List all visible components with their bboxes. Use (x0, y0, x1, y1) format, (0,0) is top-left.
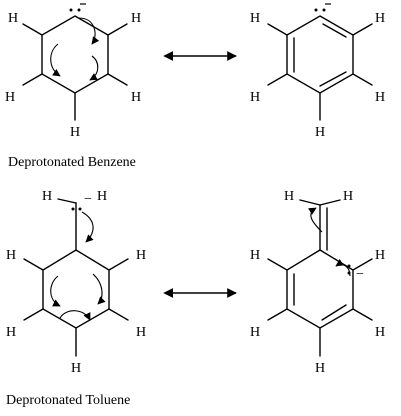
electron-push-arrow (78, 17, 100, 45)
toluene-anion-structure-2: H H − H H H H H (250, 189, 385, 376)
negative-charge: − (84, 192, 92, 207)
hydrogen-label: H (71, 361, 81, 376)
electron-push-arrow (50, 43, 61, 77)
electron-push-arrow (335, 258, 351, 277)
benzene-anion-structure-2: H H H H H (250, 3, 385, 140)
electron-push-arrow (81, 211, 94, 243)
benzene-anion-structure-1: H H H H H (5, 3, 141, 140)
electron-push-arrow (308, 207, 323, 233)
hydrogen-label: H (250, 90, 260, 105)
lone-pair-dot (347, 264, 351, 268)
hydrogen-label: H (5, 90, 15, 105)
hydrogen-label: H (284, 189, 294, 204)
lone-pair-dot (77, 8, 81, 12)
hydrogen-label: H (375, 90, 385, 105)
lone-pair-dot (71, 207, 75, 211)
electron-push-arrow (50, 275, 61, 307)
negative-charge: − (356, 267, 364, 282)
lone-pair-dot (78, 207, 82, 211)
hydrogen-label: H (136, 325, 146, 340)
hydrogen-label: H (375, 11, 385, 26)
hydrogen-label: H (131, 11, 141, 26)
hydrogen-label: H (375, 325, 385, 340)
electron-push-arrow (59, 310, 91, 321)
lone-pair-dot (69, 8, 73, 12)
hydrogen-label: H (250, 325, 260, 340)
hydrogen-label: H (42, 189, 52, 204)
lone-pair-dot (314, 8, 318, 12)
hydrogen-label: H (343, 189, 353, 204)
hydrogen-label: H (97, 189, 107, 204)
hydrogen-label: H (6, 248, 16, 263)
electron-push-arrow (89, 55, 99, 81)
caption-deprotonated-toluene: Deprotonated Toluene (6, 393, 130, 408)
hydrogen-label: H (250, 11, 260, 26)
hydrogen-label: H (70, 125, 80, 140)
hydrogen-label: H (250, 248, 260, 263)
lone-pair-dot (322, 8, 326, 12)
hydrogen-label: H (315, 125, 325, 140)
hydrogen-label: H (131, 90, 141, 105)
caption-deprotonated-benzene: Deprotonated Benzene (8, 155, 136, 170)
hydrogen-label: H (375, 248, 385, 263)
hydrogen-label: H (6, 325, 16, 340)
electron-push-arrow (92, 273, 106, 305)
hydrogen-label: H (315, 361, 325, 376)
hydrogen-label: H (136, 248, 146, 263)
toluene-anion-structure-1: − H H H H H H H (6, 189, 146, 376)
hydrogen-label: H (8, 11, 18, 26)
